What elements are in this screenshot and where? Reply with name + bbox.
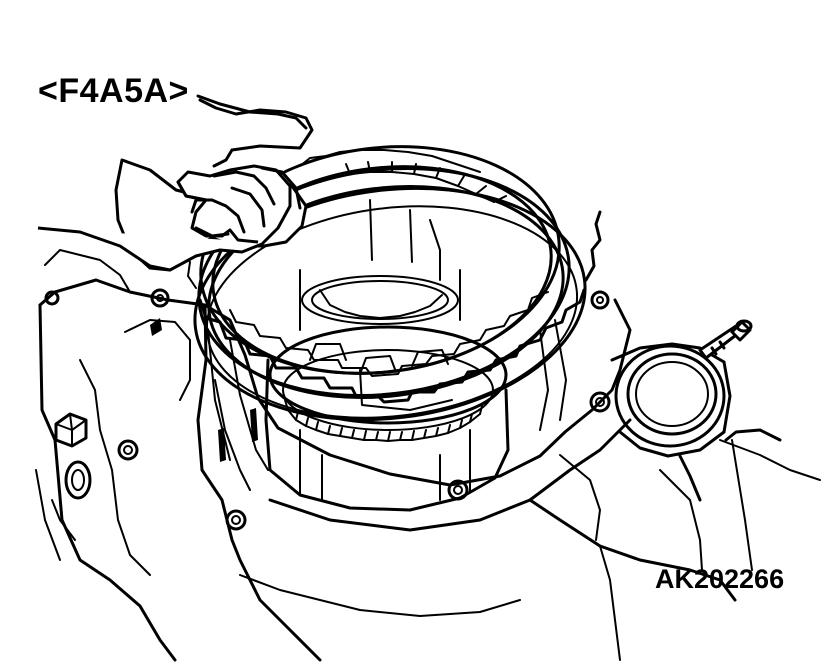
- clutch-plate-stack: [181, 145, 602, 422]
- shading-details: [150, 318, 258, 462]
- case-bolt-holes: [44, 288, 611, 531]
- hex-bolt: [54, 412, 92, 500]
- figure-code-label: AK202266: [655, 564, 785, 594]
- technician-hands: [37, 98, 314, 272]
- label-leader: [196, 94, 308, 130]
- transmission-case: [35, 249, 821, 662]
- clutch-drum: [207, 199, 567, 512]
- seal-bore: [610, 342, 782, 502]
- variant-label: <F4A5A>: [38, 72, 189, 110]
- output-shaft: [698, 319, 753, 360]
